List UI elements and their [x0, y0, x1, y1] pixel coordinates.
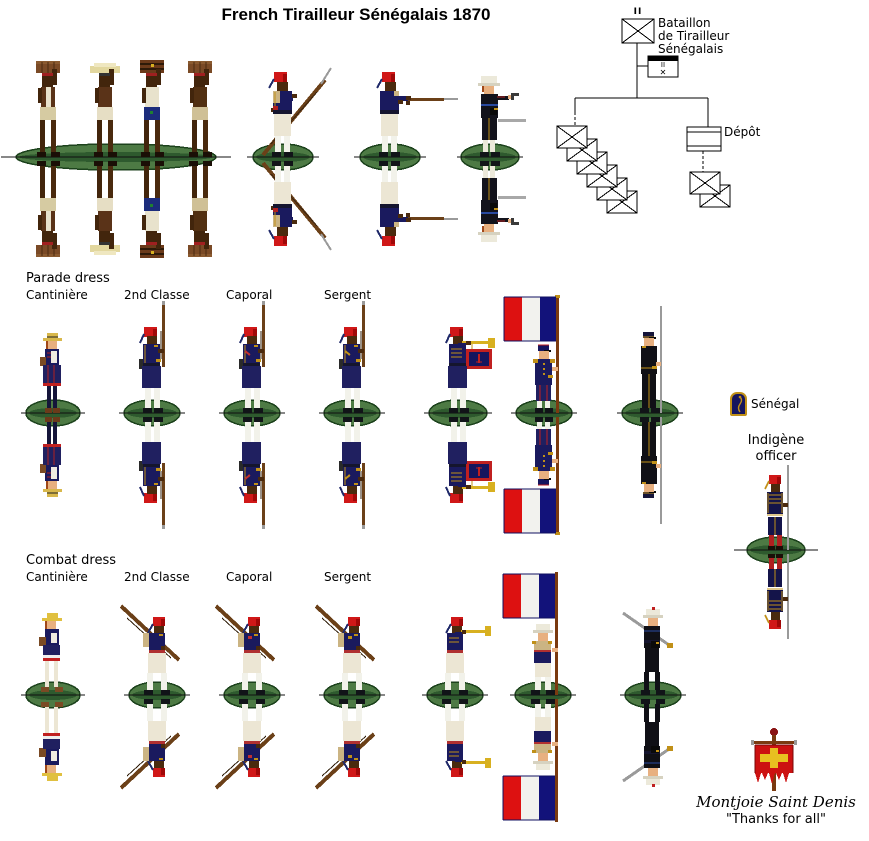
stand-2nd-classe-combat-reflection [87, 695, 227, 804]
stand-2nd-classe-parade-reflection [82, 413, 222, 529]
stand-officer-parade-figure [580, 306, 720, 417]
stand-bugler-combat-figure [385, 590, 525, 699]
stand-porters-figure [1, 57, 231, 161]
stand-indigene-officer-reflection [706, 550, 846, 639]
battalion-label-line1: Bataillon [658, 16, 711, 30]
stand-porters-base [1, 142, 231, 176]
stand-bugler-combat-reflection [385, 695, 525, 804]
stand-caporal-combat-reflection [182, 695, 322, 804]
rank-label-2ndclasse-combat: 2nd Classe [124, 570, 190, 584]
rank-label-caporal-combat: Caporal [226, 570, 273, 584]
senegal-shield-icon [730, 392, 747, 416]
indigene-officer-label-line2: officer [755, 449, 797, 464]
stand-sergent-combat-reflection [282, 695, 422, 804]
stand-cantiniere-combat-reflection [0, 695, 123, 799]
stand-cantiniere-parade-base [21, 398, 85, 432]
stand-officer-combat-base [620, 680, 686, 714]
stand-caporal-parade-reflection [182, 413, 322, 529]
rank-label-sergent-combat: Sergent [324, 570, 372, 584]
senegal-label: Sénégal [751, 397, 800, 411]
stand-bugler-parade-base [424, 398, 492, 432]
stand-sergent-parade-reflection [282, 413, 422, 529]
stand-caporal-combat-figure [182, 590, 322, 699]
rank-label-cantiniere-parade: Cantinière [26, 288, 88, 302]
hq-size-symbol: II [660, 61, 666, 69]
battalion-label-line3: Sénégalais [658, 42, 724, 56]
stand-officer-pistol-figure [420, 52, 560, 161]
stand-caporal-parade-base [219, 398, 285, 432]
stand-officer-combat-reflection [583, 695, 723, 809]
page-title: French Tirailleur Sénégalais 1870 [221, 5, 491, 24]
stand-officer-pistol-reflection [420, 157, 560, 266]
stand-sergent-parade-figure [282, 301, 422, 417]
stand-tirailleur-ready-reflection [213, 157, 353, 266]
hq-mark: ✕ [659, 68, 667, 77]
oriflamme-banner-icon [744, 726, 808, 792]
stand-flag-bearer-parade-reflection [474, 413, 614, 535]
org-chart-graphic [540, 0, 750, 220]
stand-tirailleur-firing-base [354, 142, 426, 176]
stand-flag-bearer-combat-reflection [473, 695, 613, 824]
stand-sergent-combat-figure [282, 590, 422, 699]
stand-tirailleur-ready-figure [213, 52, 353, 161]
motto-text: Montjoie Saint Denis [696, 793, 856, 811]
stand-cantiniere-parade-figure [0, 313, 123, 417]
stand-cantiniere-parade-reflection [0, 413, 123, 517]
parade-dress-heading: Parade dress [26, 271, 110, 286]
stand-cantiniere-combat-figure [0, 595, 123, 699]
stand-indigene-officer-figure [706, 465, 846, 554]
stand-2nd-classe-parade-figure [82, 301, 222, 417]
stand-sergent-parade-base [319, 398, 385, 432]
stand-porters-reflection [1, 157, 231, 261]
stand-indigene-officer-base [734, 535, 818, 569]
battalion-label-line2: de Tirailleur [658, 29, 730, 43]
rank-label-2ndclasse-parade: 2nd Classe [124, 288, 190, 302]
thanks-text: "Thanks for all" [726, 812, 826, 827]
stand-bugler-parade-reflection [388, 413, 528, 529]
stand-tirailleur-firing-reflection [320, 157, 460, 266]
combat-dress-heading: Combat dress [26, 553, 116, 568]
battalion-label: Bataillon de Tirailleur Sénégalais [658, 17, 729, 56]
rank-label-sergent-parade: Sergent [324, 288, 372, 302]
indigene-officer-label-line1: Indigène [747, 433, 805, 448]
rank-label-cantiniere-combat: Cantinière [26, 570, 88, 584]
stand-flag-bearer-parade-figure [474, 295, 614, 417]
stand-officer-parade-reflection [580, 413, 720, 524]
stand-caporal-parade-figure [182, 301, 322, 417]
stand-2nd-classe-parade-base [119, 398, 185, 432]
stand-tirailleur-firing-figure [320, 52, 460, 161]
rank-label-caporal-parade: Caporal [226, 288, 273, 302]
stand-cantiniere-combat-base [21, 680, 85, 714]
battalion-size-symbol: II [633, 7, 643, 17]
stand-flag-bearer-combat-figure [473, 570, 613, 699]
depot-label: Dépôt [724, 125, 761, 139]
stand-bugler-parade-figure [388, 301, 528, 417]
stand-2nd-classe-combat-figure [87, 590, 227, 699]
stand-officer-combat-figure [583, 585, 723, 699]
